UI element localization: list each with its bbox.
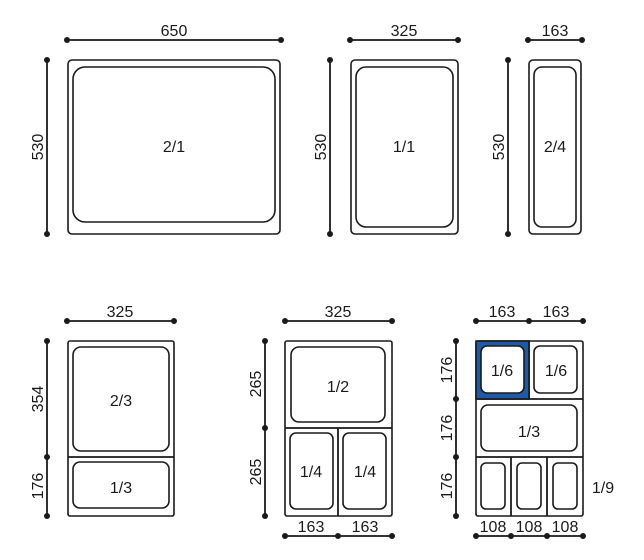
width-label: 163 [542,23,569,40]
dimension-endpoint [544,533,550,539]
pan-inner [533,66,577,228]
width-label: 325 [107,304,134,321]
height-label: 176 [439,415,456,442]
height-label: 265 [248,371,265,398]
dimension-endpoint [335,533,341,539]
width-label: 325 [325,304,352,321]
pan-inner [480,462,506,510]
width-label: 163 [489,304,516,321]
dimension-endpoint [282,318,288,324]
width-label: 163 [352,519,379,536]
dimension-endpoint [44,231,50,237]
dimension-endpoint [505,57,511,63]
dimension-endpoint [347,37,353,43]
height-label: 176 [439,473,456,500]
pan-label: 1/4 [300,464,322,481]
pan-inner [72,346,170,452]
dimension-endpoint [473,533,479,539]
dimension-endpoint [327,57,333,63]
width-label: 163 [298,519,325,536]
pan-inner [290,346,386,423]
pan-inner [72,461,170,509]
height-label: 354 [30,386,47,413]
width-label: 108 [516,519,543,536]
dimension-endpoint [508,533,514,539]
dimension-endpoint [525,37,531,43]
height-label: 176 [439,357,456,384]
dimension-endpoint [473,318,479,324]
pan-inner [480,345,525,394]
width-label: 163 [543,304,570,321]
dimension-endpoint [262,425,268,431]
width-label: 325 [391,23,418,40]
pan-2-3-group: 325 354 176 2/3 1/3 [30,304,177,519]
pan-inner [289,432,334,510]
height-label: 176 [30,473,47,500]
width-label: 108 [480,519,507,536]
width-label: 108 [552,519,579,536]
dimension-endpoint [580,318,586,324]
dimension-endpoint [455,37,461,43]
dimension-endpoint [44,454,50,460]
pan-2-1-group: 650 530 2/1 [30,23,284,237]
dimension-endpoint [389,533,395,539]
pan-label: 1/2 [327,379,349,396]
pan-label: 1/4 [354,464,376,481]
height-label: 530 [30,134,47,161]
pan-label: 1/9 [592,480,614,497]
width-label: 650 [161,23,188,40]
dimension-endpoint [44,338,50,344]
pan-inner [516,462,542,510]
pan-1-6-group: 163 163 176 176 176 108 108 108 1/6 1/6 … [439,304,614,539]
dimension-endpoint [44,57,50,63]
pan-2-4-group: 163 530 2/4 [491,23,585,237]
dimension-endpoint [505,231,511,237]
pan-1-1-group: 325 530 1/1 [313,23,461,237]
pan-1-2-group: 325 265 265 163 163 1/2 1/4 1/4 [248,304,395,539]
dimension-endpoint [453,513,459,519]
dimension-endpoint [262,513,268,519]
pan-label: 1/6 [491,363,513,380]
pan-label: 2/4 [544,139,566,156]
dimension-endpoint [44,513,50,519]
pan-inner [480,404,578,452]
dimension-endpoint [389,318,395,324]
dimension-endpoint [453,338,459,344]
pan-label: 1/6 [545,363,567,380]
dimension-endpoint [64,37,70,43]
pan-label: 1/1 [393,139,415,156]
height-label: 530 [313,134,330,161]
pan-label: 2/3 [110,393,132,410]
dimension-endpoint [262,338,268,344]
dimension-endpoint [282,533,288,539]
dimension-endpoint [327,231,333,237]
pan-label: 1/3 [518,424,540,441]
height-label: 530 [491,134,508,161]
pan-label: 2/1 [163,139,185,156]
dimension-endpoint [453,454,459,460]
dimension-endpoint [171,318,177,324]
dimension-endpoint [580,533,586,539]
dimension-endpoint [64,318,70,324]
pan-inner [552,462,578,510]
pan-inner [72,66,276,223]
pan-inner [342,432,387,510]
dimension-endpoint [453,396,459,402]
pan-label: 1/3 [110,480,132,497]
height-label: 265 [248,459,265,486]
pan-inner [533,345,578,394]
dimension-endpoint [579,37,585,43]
dimension-endpoint [278,37,284,43]
dimension-endpoint [526,318,532,324]
pan-inner [355,66,454,228]
